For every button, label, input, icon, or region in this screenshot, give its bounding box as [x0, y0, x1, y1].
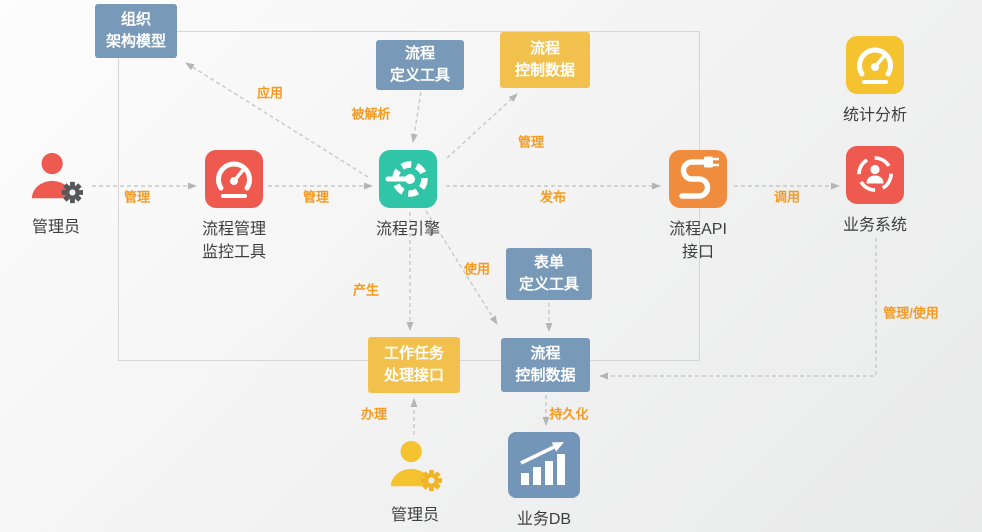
gauge-icon — [216, 161, 252, 198]
admin-person-icon — [390, 440, 443, 492]
box-process-def-tool: 流程 定义工具 — [376, 40, 464, 90]
box-process-ctrl-data-top: 流程 控制数据 — [500, 32, 590, 88]
edge-engine-orgmodel — [185, 62, 369, 178]
edge-label-handle: 办理 — [360, 406, 388, 422]
node-label-process-api: 流程API 接口 — [669, 221, 727, 262]
node-label-process-monitor: 流程管理 监控工具 — [201, 221, 266, 262]
edge-label-apply: 应用 — [256, 85, 284, 101]
box-form-def-tool: 表单 定义工具 — [506, 248, 592, 300]
edge-label-invoke: 调用 — [773, 189, 801, 205]
node-label-admin-left: 管理员 — [31, 219, 80, 236]
engine-tile — [379, 150, 437, 208]
edge-business-ctrlbottom — [599, 238, 877, 380]
admin-person-icon — [31, 152, 84, 204]
node-label-process-engine: 流程引擎 — [375, 221, 440, 238]
business-tile — [846, 146, 904, 204]
node-label-admin-bottom: 管理员 — [390, 507, 439, 524]
gear-engine-icon — [385, 161, 428, 197]
person-cycle-icon — [857, 156, 893, 192]
node-label-stats-analysis: 统计分析 — [842, 107, 907, 124]
api-tile — [669, 150, 727, 208]
box-work-task-interface: 工作任务 处理接口 — [368, 337, 460, 393]
edge-deftool-engine — [410, 91, 422, 143]
edge-label-manage-use: 管理/使用 — [883, 305, 939, 321]
edge-label-produce: 产生 — [352, 282, 380, 298]
node-process-api: 流程API 接口 — [658, 150, 738, 264]
edge-label-persist: 持久化 — [549, 406, 589, 422]
node-business-system: 业务系统 — [835, 146, 915, 237]
bar-chart-icon — [520, 442, 565, 485]
node-stats-analysis: 统计分析 — [835, 36, 915, 127]
plug-connector-icon — [679, 156, 719, 199]
box-org-model: 组织 架构模型 — [95, 4, 177, 58]
node-admin-left: 管理员 — [16, 150, 96, 239]
edge-engine-ctrltop — [446, 93, 518, 159]
edge-label-use: 使用 — [463, 261, 491, 277]
edge-label-manage-2: 管理 — [302, 189, 330, 205]
edge-label-manage-3: 管理 — [517, 134, 545, 150]
db-tile — [508, 432, 580, 498]
node-admin-bottom: 管理员 — [375, 438, 455, 527]
node-label-business-system: 业务系统 — [842, 217, 907, 234]
monitor-tile — [205, 150, 263, 208]
edge-label-parsed: 被解析 — [351, 106, 391, 122]
node-process-engine: 流程引擎 — [368, 150, 448, 241]
node-business-db: 业务DB — [504, 432, 584, 531]
edge-label-publish: 发布 — [539, 189, 567, 205]
node-label-business-db: 业务DB — [516, 511, 572, 528]
edge-label-manage-1: 管理 — [123, 189, 151, 205]
box-process-ctrl-data-bottom: 流程 控制数据 — [501, 338, 590, 392]
stats-tile — [846, 36, 904, 94]
node-process-monitor: 流程管理 监控工具 — [194, 150, 274, 264]
gauge-icon — [857, 47, 893, 84]
edge-engine-ctrlbottom — [425, 210, 498, 325]
